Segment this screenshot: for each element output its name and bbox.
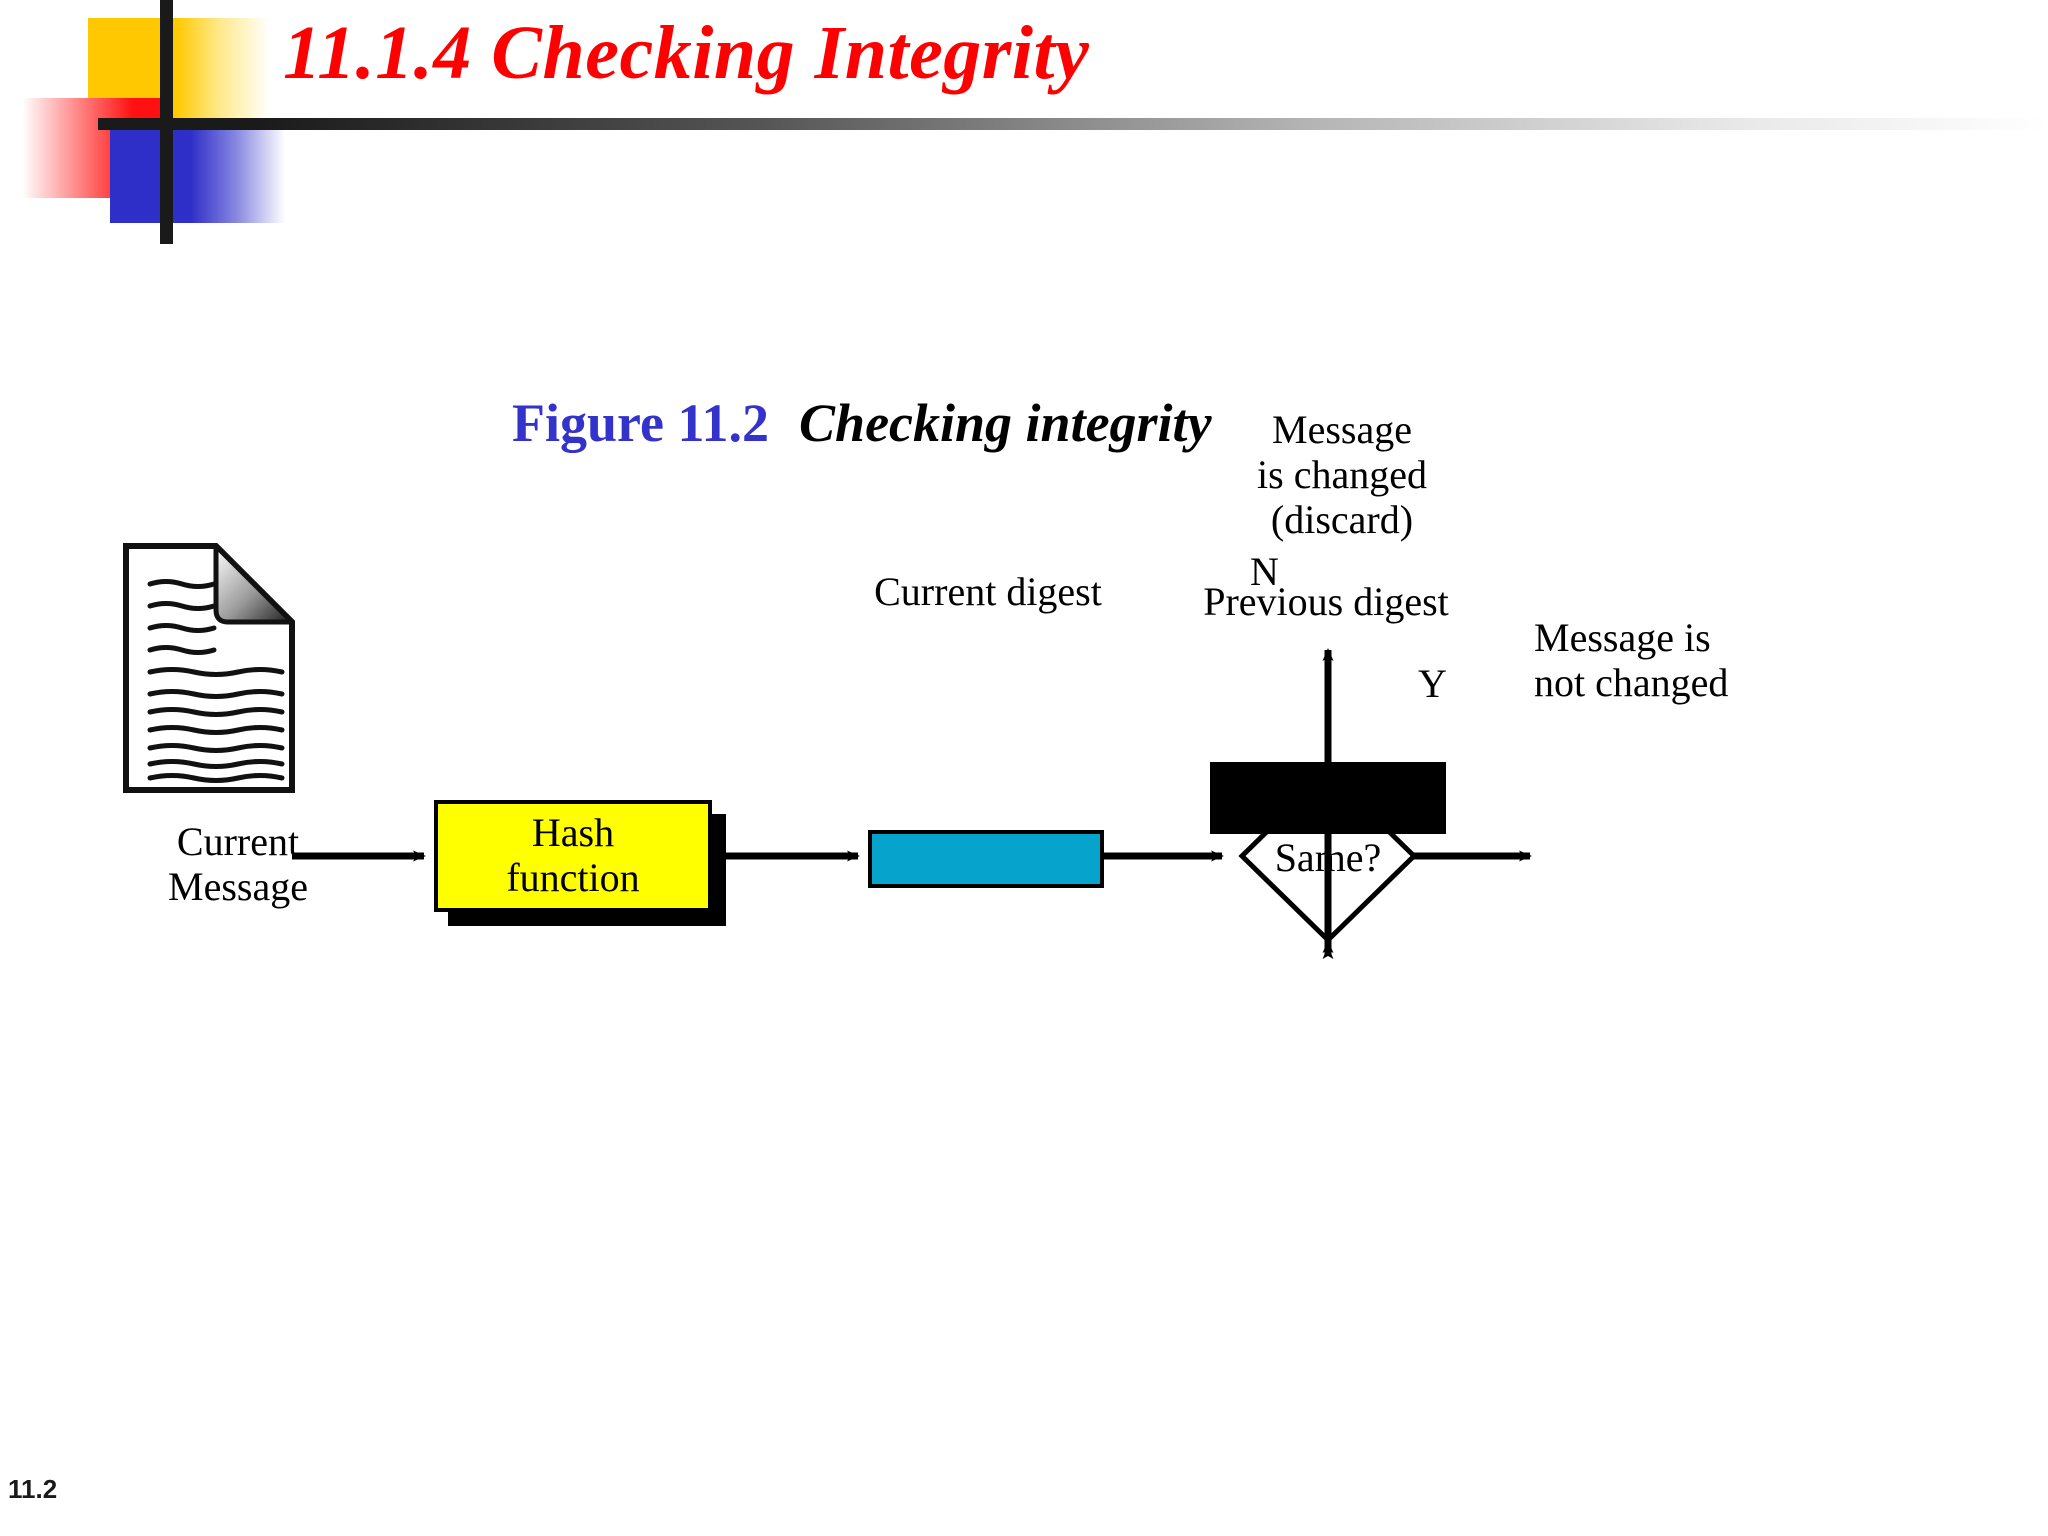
label-previous-digest: Previous digest (1203, 579, 1449, 624)
label-message-changed: Message is changed (discard) (1257, 407, 1427, 542)
figure-caption: Figure 11.2 Checking integrity (512, 392, 1212, 454)
label-current-digest: Current digest (874, 569, 1102, 614)
page-title: 11.1.4 Checking Integrity (283, 11, 1090, 95)
label-current-message: Current Message (168, 819, 308, 909)
figure-caption-text: Checking integrity (799, 393, 1212, 453)
edge-label-yes: Y (1418, 661, 1447, 706)
current-digest-box (868, 830, 1104, 888)
previous-digest-box (1210, 762, 1446, 834)
hash-function-box: Hash function (434, 800, 712, 912)
logo-square-blue (110, 118, 285, 223)
header-rule (98, 118, 2048, 130)
page-number: 11.2 (8, 1474, 58, 1504)
edge-label-no: N (1250, 549, 1279, 594)
figure-number: Figure 11.2 (512, 393, 770, 453)
label-decision: Same? (1274, 835, 1382, 880)
label-message-not-changed: Message is not changed (1534, 615, 1729, 705)
document-icon (123, 543, 295, 793)
checking-integrity-flowchart: Hash function Current Message Current di… (0, 407, 2048, 1140)
